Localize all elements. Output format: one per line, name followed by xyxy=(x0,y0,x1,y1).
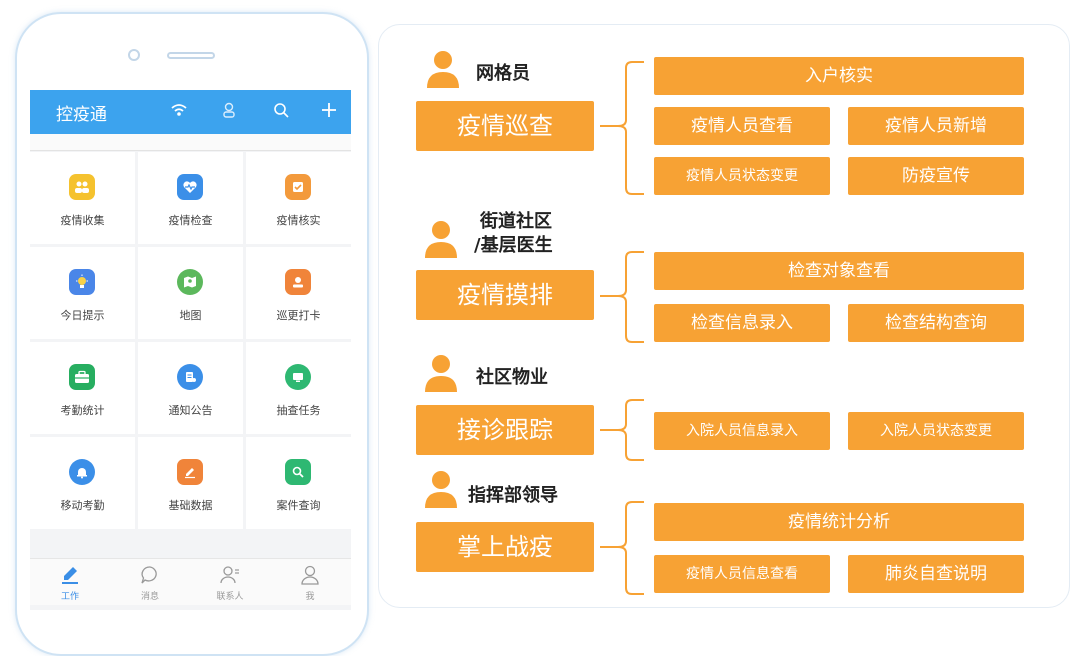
role-text: 指挥部领导 xyxy=(468,485,558,506)
role-label: 指挥部领导 xyxy=(468,484,558,508)
checklist-icon xyxy=(285,174,311,200)
contacts-icon xyxy=(220,566,239,584)
sub-feature-box: 检查对象查看 xyxy=(654,252,1024,290)
tab-contacts[interactable]: 联系人 xyxy=(190,559,270,605)
work-icon xyxy=(62,567,78,584)
grid-item-label: 案件查询 xyxy=(276,499,321,512)
brace-connector xyxy=(600,399,644,461)
grid-item-daily-tips[interactable]: 今日提示 xyxy=(30,247,135,339)
role-text: 网格员 xyxy=(476,63,530,84)
app-title: 控疫通 xyxy=(56,105,107,125)
magnifier-icon xyxy=(285,459,311,485)
sub-feature-box: 入户核实 xyxy=(654,57,1024,95)
scrolled-row xyxy=(30,134,351,151)
main-feature-box: 掌上战疫 xyxy=(416,522,594,572)
tab-label: 我 xyxy=(305,592,315,602)
app-header: 控疫通 xyxy=(30,90,351,134)
grid-item-label: 考勤统计 xyxy=(60,404,105,417)
grid-item-epidemic-verify[interactable]: 疫情核实 xyxy=(246,152,351,244)
brace-connector xyxy=(600,501,644,595)
person-card-icon xyxy=(285,269,311,295)
role-text: /基层医生 xyxy=(474,235,553,256)
sub-feature-box: 疫情统计分析 xyxy=(654,503,1024,541)
me-icon xyxy=(301,565,319,585)
tab-messages[interactable]: 消息 xyxy=(110,559,190,605)
grid-item-mobile-attendance[interactable]: 移动考勤 xyxy=(30,437,135,529)
grid-item-label: 今日提示 xyxy=(60,309,105,322)
camera-icon xyxy=(128,49,140,61)
grid-item-label: 地图 xyxy=(179,309,202,322)
grid-item-case-query[interactable]: 案件查询 xyxy=(246,437,351,529)
role-text: 社区物业 xyxy=(476,367,548,388)
role-label: 网格员 xyxy=(476,62,530,86)
tab-me[interactable]: 我 xyxy=(270,559,350,605)
notice-icon xyxy=(177,364,203,390)
user-status-icon[interactable] xyxy=(218,101,240,123)
bottom-tab-bar: 工作 消息 联系人 我 xyxy=(30,558,351,605)
role-label: 社区物业 xyxy=(476,366,548,390)
person-icon xyxy=(425,471,457,508)
grid-item-label: 基础数据 xyxy=(168,499,213,512)
sub-feature-box: 疫情人员新增 xyxy=(848,107,1024,145)
phone-screen: 控疫通 疫情收集 xyxy=(30,90,351,610)
person-icon xyxy=(425,355,457,392)
wifi-icon[interactable] xyxy=(168,101,190,123)
role-text: 街道社区 xyxy=(480,211,552,232)
grid-item-label: 巡更打卡 xyxy=(276,309,321,322)
tab-label: 消息 xyxy=(140,592,159,602)
tab-label: 联系人 xyxy=(216,592,244,602)
grid-item-epidemic-collect[interactable]: 疫情收集 xyxy=(30,152,135,244)
edit-icon xyxy=(177,459,203,485)
tab-label: 工作 xyxy=(60,592,79,602)
sub-feature-box: 防疫宣传 xyxy=(848,157,1024,195)
sub-feature-box: 疫情人员查看 xyxy=(654,107,830,145)
people-icon xyxy=(69,174,95,200)
sub-feature-box: 检查信息录入 xyxy=(654,304,830,342)
sub-feature-box: 入院人员信息录入 xyxy=(654,412,830,450)
grid-item-label: 抽查任务 xyxy=(276,404,321,417)
speaker-icon xyxy=(167,52,215,59)
sub-feature-box: 疫情人员信息查看 xyxy=(654,555,830,593)
grid-item-epidemic-check[interactable]: 疫情检查 xyxy=(138,152,243,244)
grid-item-label: 疫情收集 xyxy=(60,214,105,227)
search-icon[interactable] xyxy=(270,101,292,123)
map-icon xyxy=(177,269,203,295)
grid-item-notices[interactable]: 通知公告 xyxy=(138,342,243,434)
grid-item-attendance-stats[interactable]: 考勤统计 xyxy=(30,342,135,434)
briefcase-icon xyxy=(69,364,95,390)
brace-connector xyxy=(600,61,644,195)
brace-connector xyxy=(600,251,644,343)
person-icon xyxy=(427,51,459,88)
main-feature-box: 接诊跟踪 xyxy=(416,405,594,455)
main-feature-box: 疫情摸排 xyxy=(416,270,594,320)
sub-feature-box: 肺炎自查说明 xyxy=(848,555,1024,593)
grid-item-spot-check[interactable]: 抽查任务 xyxy=(246,342,351,434)
sub-feature-box: 检查结构查询 xyxy=(848,304,1024,342)
heart-monitor-icon xyxy=(177,174,203,200)
sub-feature-box: 入院人员状态变更 xyxy=(848,412,1024,450)
grid-item-map[interactable]: 地图 xyxy=(138,247,243,339)
add-icon[interactable] xyxy=(318,101,340,123)
message-icon xyxy=(141,566,157,584)
phone-mockup: 控疫通 疫情收集 xyxy=(15,12,369,656)
grid-item-label: 疫情检查 xyxy=(168,214,213,227)
grid-item-basic-data[interactable]: 基础数据 xyxy=(138,437,243,529)
grid-item-patrol-checkin[interactable]: 巡更打卡 xyxy=(246,247,351,339)
role-label: 街道社区 /基层医生 xyxy=(474,210,553,258)
person-icon xyxy=(425,221,457,258)
alarm-icon xyxy=(69,459,95,485)
lightbulb-icon xyxy=(69,269,95,295)
sub-feature-box: 疫情人员状态变更 xyxy=(654,157,830,195)
grid-item-label: 疫情核实 xyxy=(276,214,321,227)
tab-work[interactable]: 工作 xyxy=(30,559,110,605)
grid-item-label: 通知公告 xyxy=(168,404,213,417)
main-feature-box: 疫情巡查 xyxy=(416,101,594,151)
grid-item-label: 移动考勤 xyxy=(60,499,105,512)
monitor-icon xyxy=(285,364,311,390)
